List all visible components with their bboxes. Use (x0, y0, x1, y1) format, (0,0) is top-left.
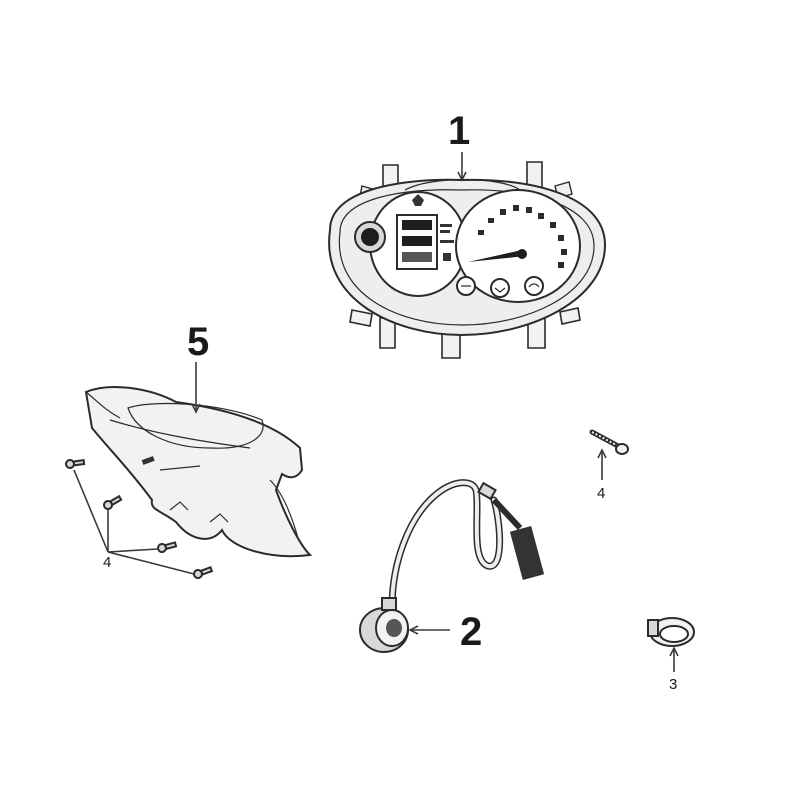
callout-4-right: 4 (597, 485, 605, 502)
front-cover-opening (127, 402, 264, 449)
brand-logo-icon (412, 194, 424, 206)
cover-screws (65, 458, 214, 579)
callout-3: 3 (669, 676, 677, 693)
front-cover (84, 386, 313, 558)
speedometer-needle (468, 250, 526, 262)
speedometer-cable (359, 479, 545, 653)
speedo-drive-unit (359, 597, 409, 653)
callout-2: 2 (460, 610, 482, 654)
leader-lines-4-left (73, 469, 195, 575)
hose-clip (647, 617, 695, 647)
screw-right (589, 429, 629, 455)
speedometer-bezel (455, 189, 581, 303)
warning-lamps (456, 276, 544, 298)
cable-connector (509, 526, 545, 580)
instrument-panel (328, 161, 607, 359)
callout-5: 5 (187, 320, 209, 364)
callout-1: 1 (448, 109, 470, 153)
callout-4-left: 4 (103, 554, 111, 571)
speedometer-scale (478, 205, 567, 268)
